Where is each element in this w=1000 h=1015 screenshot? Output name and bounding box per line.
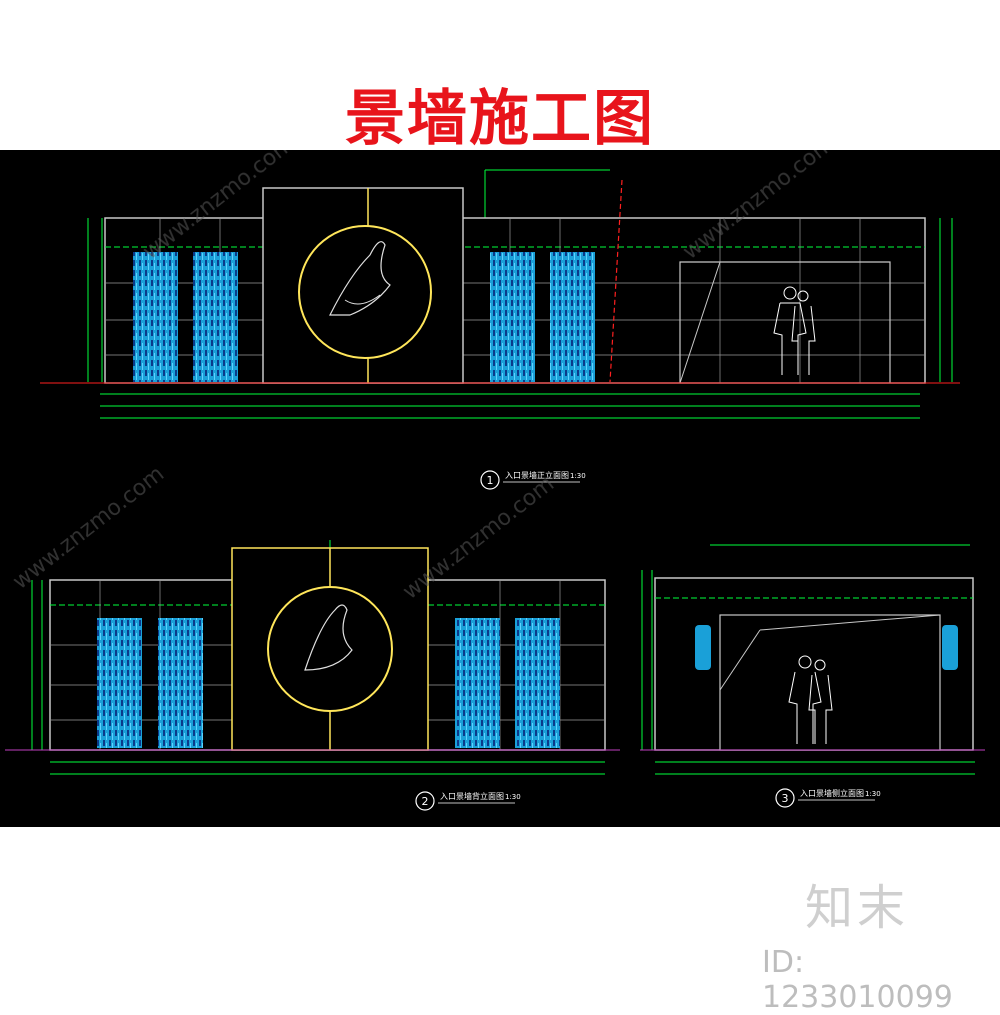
watermark-2: www.znzmo.com — [678, 150, 839, 265]
image-id: ID: 1233010099 — [762, 945, 953, 1015]
caption-view-1: 1 入口景墙正立面图 1:30 — [480, 470, 586, 490]
watermark-3: www.znzmo.com — [8, 461, 169, 594]
watermark-4: www.znzmo.com — [398, 471, 559, 604]
view-3-number: 3 — [782, 792, 789, 805]
view-1-number: 1 — [487, 474, 494, 487]
view-2-caption: 入口景墙背立面图 — [440, 791, 504, 801]
side-elevation — [640, 544, 985, 775]
brand-logo: 知末 — [805, 880, 910, 936]
view-3-caption: 入口景墙侧立面图 — [800, 788, 864, 798]
back-elevation — [5, 540, 620, 775]
view-2-number: 2 — [422, 795, 429, 808]
caption-view-2: 2 入口景墙背立面图 1:30 — [415, 791, 521, 811]
caption-view-3: 3 入口景墙侧立面图 1:30 — [775, 788, 881, 808]
view-3-scale: 1:30 — [865, 790, 881, 798]
front-elevation — [40, 169, 960, 419]
view-1-caption: 入口景墙正立面图 — [505, 470, 569, 480]
page-title: 景墙施工图 — [345, 84, 655, 154]
view-1-scale: 1:30 — [570, 472, 586, 480]
view-2-scale: 1:30 — [505, 793, 521, 801]
cad-drawing: 1 入口景墙正立面图 1:30 — [0, 131, 1000, 827]
